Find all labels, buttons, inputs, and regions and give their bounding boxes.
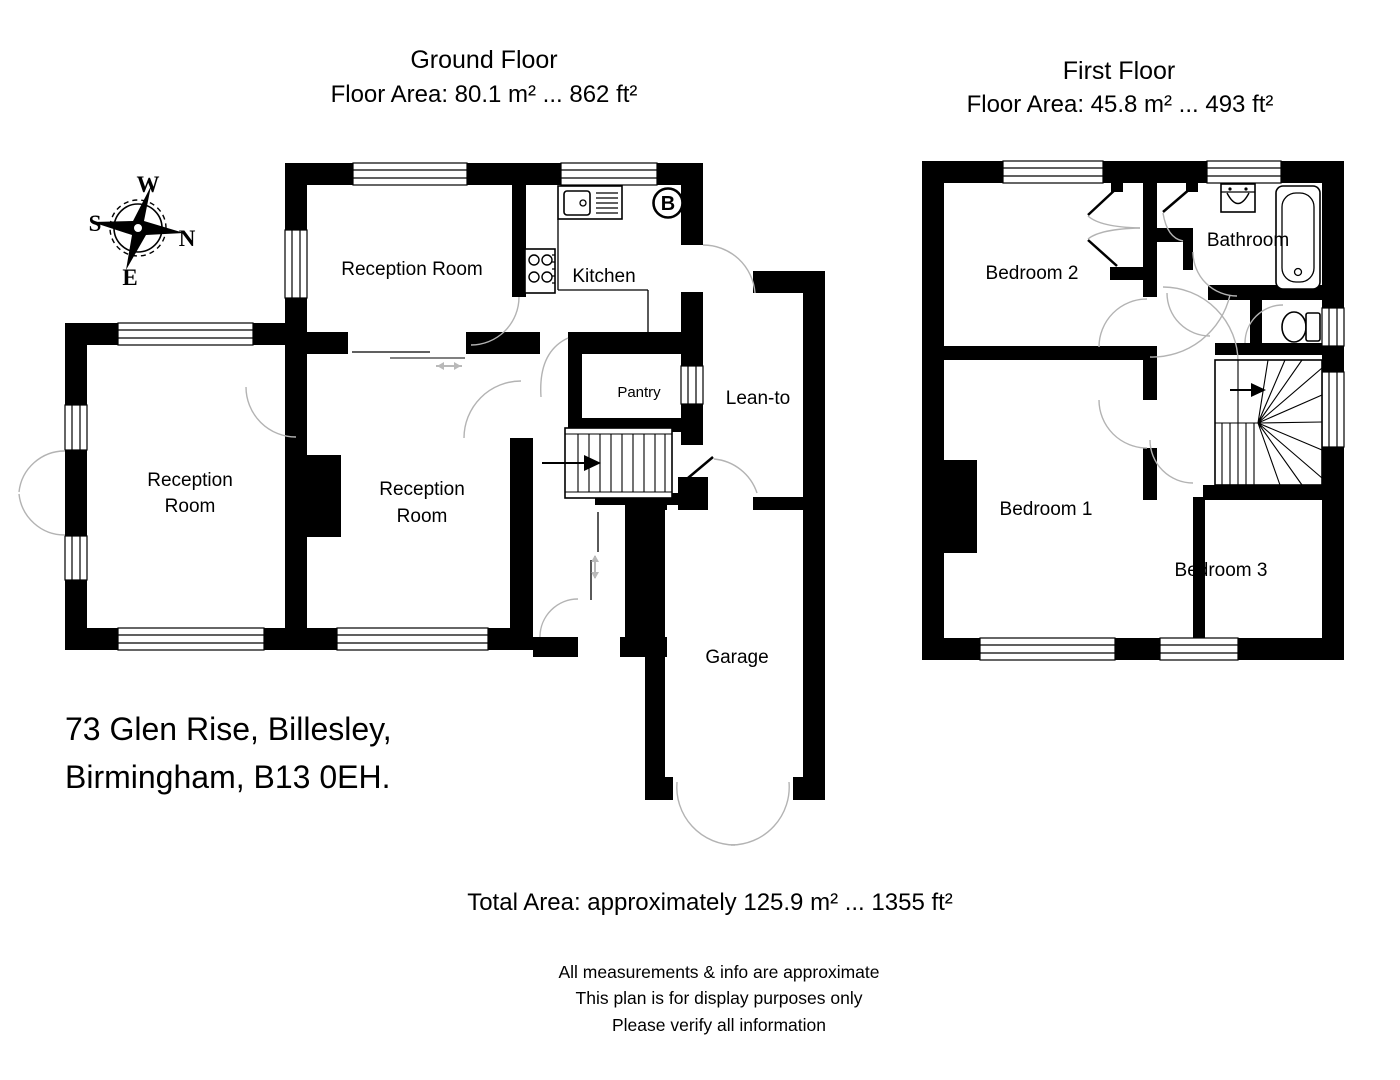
label-bedroom2: Bedroom 2 — [986, 263, 1079, 284]
label-reception-mid-2: Room — [397, 506, 448, 527]
total-area: Total Area: approximately 125.9 m² ... 1… — [467, 889, 953, 916]
window — [284, 229, 308, 299]
compass-east: E — [122, 265, 137, 290]
boiler-badge: B — [652, 187, 684, 219]
first-floor-windows — [979, 160, 1345, 661]
kitchen-counter — [557, 219, 649, 332]
first-floor-stairs — [1214, 359, 1323, 486]
label-reception-left-1: Reception — [147, 470, 233, 491]
window — [1206, 160, 1282, 184]
ground-floor-doors — [18, 244, 790, 846]
compass-north: N — [179, 226, 196, 251]
window — [352, 162, 468, 186]
window — [1321, 307, 1345, 347]
compass-west: W — [137, 172, 160, 197]
window — [1002, 160, 1104, 184]
ground-floor-stairs — [542, 427, 673, 499]
window — [1321, 371, 1345, 448]
disclaimer-line3: Please verify all information — [612, 1015, 826, 1035]
window — [117, 627, 265, 651]
kitchen-fixtures: B — [524, 185, 684, 332]
basin-icon — [1220, 183, 1256, 213]
ground-floor-windows — [64, 162, 704, 651]
toilet-icon — [1281, 311, 1321, 343]
window — [979, 637, 1116, 661]
label-bedroom3: Bedroom 3 — [1175, 560, 1268, 581]
hob-icon — [524, 248, 556, 294]
ground-floor-labels: Reception Room Kitchen Reception Room Re… — [147, 259, 790, 668]
address-line2: Birmingham, B13 0EH. — [65, 759, 390, 795]
label-bathroom: Bathroom — [1207, 230, 1289, 251]
label-kitchen: Kitchen — [572, 266, 635, 287]
bathroom-fixtures — [1220, 183, 1321, 343]
window — [1159, 637, 1239, 661]
first-floor-labels: Bedroom 2 Bathroom Bedroom 1 Bedroom 3 — [986, 230, 1290, 581]
disclaimer-line1: All measurements & info are approximate — [559, 962, 880, 982]
label-reception-left-2: Room — [165, 496, 216, 517]
label-reception-top: Reception Room — [341, 259, 483, 280]
first-floor-area: Floor Area: 45.8 m² ... 493 ft² — [967, 91, 1274, 118]
compass-icon: W S N E — [89, 172, 196, 290]
bath-icon — [1275, 185, 1321, 290]
window — [64, 404, 88, 451]
label-reception-mid-1: Reception — [379, 479, 465, 500]
label-garage: Garage — [705, 647, 768, 668]
first-floor-doors — [1087, 187, 1284, 484]
sink-icon — [557, 185, 623, 220]
ground-floor-title: Ground Floor — [410, 46, 557, 74]
opening-arrow-icon — [436, 362, 462, 370]
boiler-label: B — [661, 193, 675, 215]
window — [64, 535, 88, 581]
window — [336, 627, 489, 651]
sliding-door-arrow-icon — [591, 555, 599, 579]
ground-floor-area: Floor Area: 80.1 m² ... 862 ft² — [331, 81, 638, 108]
first-floor-title: First Floor — [1063, 57, 1176, 85]
label-pantry: Pantry — [617, 384, 661, 401]
label-lean-to: Lean-to — [726, 388, 790, 409]
window — [680, 365, 704, 405]
window — [117, 322, 254, 346]
stairs-up-arrow-icon — [1230, 383, 1266, 397]
stairs-up-arrow-icon — [542, 455, 601, 471]
label-bedroom1: Bedroom 1 — [1000, 499, 1093, 520]
disclaimer-line2: This plan is for display purposes only — [576, 988, 863, 1008]
compass-south: S — [89, 211, 102, 236]
window — [560, 162, 658, 186]
address-line1: 73 Glen Rise, Billesley, — [65, 711, 392, 747]
